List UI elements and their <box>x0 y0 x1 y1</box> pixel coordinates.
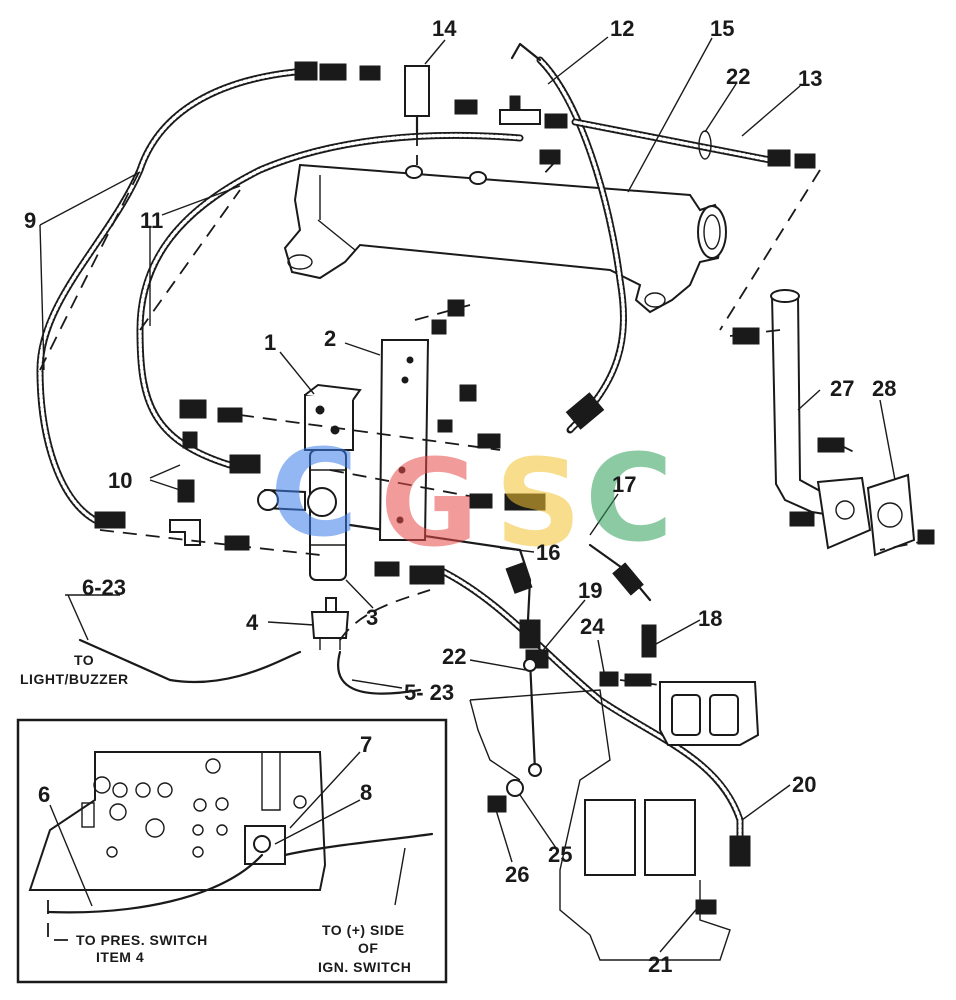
callout-9: 9 <box>24 208 36 233</box>
fill-tube <box>770 289 872 550</box>
callout-6: 6 <box>38 782 50 807</box>
leader-lines <box>39 36 896 953</box>
note-ign-switch-line3: IGN. SWITCH <box>318 959 411 975</box>
notes: TO LIGHT/BUZZER TO PRES. SWITCH ITEM 4 T… <box>20 652 411 975</box>
hose-13 <box>571 118 816 169</box>
hose-11 <box>136 131 524 474</box>
note-ign-switch-line1: TO (+) SIDE <box>322 922 405 938</box>
callout-10: 10 <box>108 468 132 493</box>
callout-26: 26 <box>505 862 529 887</box>
callout-8: 8 <box>360 780 372 805</box>
line-16 <box>348 523 533 622</box>
note-pres-switch-line2: ITEM 4 <box>96 949 144 965</box>
callout-22-bottom: 22 <box>442 644 466 669</box>
callout-20: 20 <box>792 772 816 797</box>
callout-24: 24 <box>580 614 605 639</box>
callout-17: 17 <box>612 472 636 497</box>
note-light-buzzer-line1: TO <box>74 652 94 668</box>
callout-12: 12 <box>610 16 634 41</box>
callout-4: 4 <box>246 610 259 635</box>
callout-19: 19 <box>578 578 602 603</box>
hose-9 <box>36 61 347 529</box>
secondary-filters <box>469 681 760 961</box>
callout-21: 21 <box>648 952 672 977</box>
watermark-letter-g: G <box>380 435 479 574</box>
fittings <box>169 65 935 915</box>
hose-12 <box>510 42 627 434</box>
callout-1: 1 <box>264 330 276 355</box>
wires <box>78 589 431 695</box>
connector-rod <box>487 658 542 813</box>
inset-panel <box>16 718 448 984</box>
callout-5-23: 5- 23 <box>404 680 454 705</box>
callout-16: 16 <box>536 540 560 565</box>
gasket <box>866 473 916 557</box>
watermark-letter-s: S <box>495 435 581 574</box>
callout-14: 14 <box>432 16 457 41</box>
bracket <box>378 339 430 541</box>
filter-assembly <box>257 383 362 581</box>
callout-28: 28 <box>872 376 896 401</box>
alignment-lines <box>39 132 931 686</box>
exhaust-manifold <box>283 163 727 314</box>
watermark-letter-c2: C <box>585 430 673 569</box>
pressure-switch <box>310 597 350 650</box>
callout-6-23: 6-23 <box>82 575 126 600</box>
callout-22-top: 22 <box>726 64 750 89</box>
callout-11: 11 <box>140 208 163 233</box>
note-light-buzzer-line2: LIGHT/BUZZER <box>20 671 129 687</box>
callout-18: 18 <box>698 606 722 631</box>
hose-20 <box>436 566 751 867</box>
callout-25: 25 <box>548 842 572 867</box>
callout-15: 15 <box>710 16 734 41</box>
callout-27: 27 <box>830 376 854 401</box>
note-ign-switch-line2: OF <box>358 940 378 956</box>
watermark: C G S C <box>270 425 673 574</box>
callout-13: 13 <box>798 66 822 91</box>
callout-2: 2 <box>324 326 336 351</box>
line-17 <box>588 543 652 602</box>
callout-3: 3 <box>366 605 378 630</box>
watermark-letter-c: C <box>270 425 358 564</box>
callout-7: 7 <box>360 732 372 757</box>
note-pres-switch-line1: TO PRES. SWITCH <box>76 932 208 948</box>
callout-labels: 1 2 3 4 5- 23 6-23 6 7 8 9 10 11 12 13 1… <box>24 16 896 977</box>
